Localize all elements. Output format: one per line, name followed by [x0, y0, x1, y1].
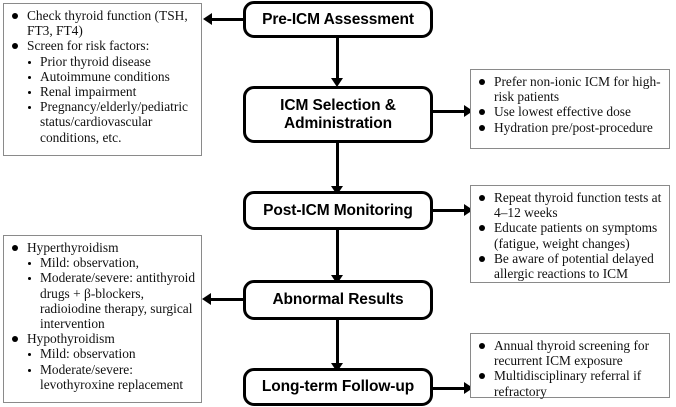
flow-node-label: Long-term Follow-up	[261, 378, 415, 396]
sub-bullet-icon	[28, 277, 31, 281]
connector-pre-to-selection	[336, 37, 339, 81]
list-item: Hypothyroidism	[8, 331, 196, 346]
list-item-text: Hypothyroidism	[27, 331, 115, 347]
connector-selection-to-right-panel	[430, 110, 472, 113]
connector-pre-to-left-panel	[206, 18, 246, 21]
arrowhead-followup-to-right-panel	[464, 382, 473, 394]
bullet-icon	[12, 43, 18, 50]
list-item-text: Autoimmune conditions	[40, 68, 170, 84]
arrowhead-post-to-abnormal	[331, 275, 343, 284]
flow-node-label: Pre-ICM Assessment	[262, 10, 414, 28]
list-item-text: Screen for risk factors:	[27, 38, 150, 54]
flow-node-label: Post-ICM Monitoring	[263, 201, 413, 219]
list-item-text: Renal impairment	[40, 84, 137, 100]
detail-panel-icm-selection: Prefer non-ionic ICM for high-risk patie…	[470, 69, 670, 149]
flow-node-icm-selection-administration[interactable]: ICM Selection & Administration	[243, 86, 433, 143]
arrowhead-abnormal-to-followup	[331, 363, 343, 372]
list-item-text: Moderate/severe: antithyroid drugs + β-b…	[40, 270, 196, 332]
list-item: Hyperthyroidism	[8, 240, 196, 255]
bullet-icon	[479, 79, 485, 85]
detail-list: Repeat thyroid function tests at 4–12 we…	[475, 190, 664, 281]
list-item-text: Check thyroid function (TSH, FT3, FT4)	[27, 8, 188, 39]
list-item: Moderate/severe: levothyroxine replaceme…	[8, 362, 196, 392]
list-item-text: Moderate/severe: levothyroxine replaceme…	[40, 361, 184, 392]
list-item-text: Prefer non-ionic ICM for high-risk patie…	[494, 74, 661, 105]
sub-bullet-icon	[28, 91, 31, 95]
flow-node-post-icm-monitoring[interactable]: Post-ICM Monitoring	[243, 191, 433, 230]
flow-node-abnormal-results[interactable]: Abnormal Results	[243, 280, 433, 320]
detail-list: Hyperthyroidism Mild: observation, Moder…	[8, 240, 196, 392]
connector-post-to-right-panel	[430, 209, 472, 212]
bullet-icon	[479, 124, 485, 131]
list-item: Hydration pre/post-procedure	[475, 120, 664, 135]
list-item: Be aware of potential delayed allergic r…	[475, 251, 664, 281]
list-item-text: Mild: observation,	[40, 255, 139, 271]
bullet-icon	[12, 245, 18, 251]
list-item: Screen for risk factors:	[8, 38, 196, 53]
bullet-icon	[479, 373, 485, 380]
list-item: Prior thyroid disease	[8, 54, 196, 69]
detail-list: Check thyroid function (TSH, FT3, FT4) S…	[8, 8, 196, 145]
bullet-icon	[12, 13, 18, 19]
list-item: Mild: observation,	[8, 255, 196, 270]
sub-bullet-icon	[28, 353, 31, 357]
list-item: Check thyroid function (TSH, FT3, FT4)	[8, 8, 196, 38]
list-item: Educate patients on symptoms (fatigue, w…	[475, 220, 664, 251]
list-item-text: Be aware of potential delayed allergic r…	[494, 250, 654, 282]
list-item-text: Prior thyroid disease	[40, 53, 151, 69]
list-item: Moderate/severe: antithyroid drugs + β-b…	[8, 270, 196, 331]
list-item-text: Mild: observation	[40, 346, 136, 362]
list-item: Annual thyroid screening for recurrent I…	[475, 338, 664, 368]
detail-panel-abnormal-results: Hyperthyroidism Mild: observation, Moder…	[3, 235, 202, 403]
bullet-icon	[479, 195, 485, 201]
list-item: Multidisciplinary referral if refractory	[475, 368, 664, 399]
detail-list: Annual thyroid screening for recurrent I…	[475, 338, 664, 399]
sub-bullet-icon	[28, 106, 31, 110]
list-item-text: Use lowest effective dose	[494, 104, 631, 120]
list-item: Use lowest effective dose	[475, 104, 664, 119]
arrowhead-selection-to-right-panel	[464, 105, 473, 117]
detail-panel-pre-icm-assessment: Check thyroid function (TSH, FT3, FT4) S…	[3, 3, 202, 156]
connector-selection-to-post	[336, 143, 339, 191]
list-item: Pregnancy/elderly/pediatric status/cardi…	[8, 99, 196, 145]
connector-followup-to-right-panel	[430, 387, 472, 390]
bullet-icon	[479, 343, 485, 349]
bullet-icon	[12, 336, 18, 343]
list-item: Repeat thyroid function tests at 4–12 we…	[475, 190, 664, 220]
list-item-text: Repeat thyroid function tests at 4–12 we…	[494, 190, 662, 221]
bullet-icon	[479, 225, 485, 232]
connector-post-to-abnormal	[336, 230, 339, 280]
list-item-text: Multidisciplinary referral if refractory	[494, 368, 642, 399]
sub-bullet-icon	[28, 75, 31, 79]
arrowhead-post-to-right-panel	[464, 204, 473, 216]
connector-abnormal-to-followup	[336, 320, 339, 368]
list-item-text: Hydration pre/post-procedure	[494, 119, 653, 135]
sub-bullet-icon	[28, 368, 31, 372]
list-item: Prefer non-ionic ICM for high-risk patie…	[475, 74, 664, 104]
list-item-text: Pregnancy/elderly/pediatric status/cardi…	[40, 99, 188, 145]
bullet-icon	[479, 109, 485, 116]
flow-node-label: ICM Selection & Administration	[280, 97, 396, 132]
list-item-text: Annual thyroid screening for recurrent I…	[494, 338, 650, 369]
bullet-icon	[479, 255, 485, 262]
sub-bullet-icon	[28, 60, 31, 64]
flow-node-label: Abnormal Results	[272, 291, 404, 309]
list-item: Mild: observation	[8, 346, 196, 361]
connector-abnormal-to-left-panel	[205, 298, 246, 301]
list-item-text: Hyperthyroidism	[27, 240, 119, 255]
detail-panel-post-icm-monitoring: Repeat thyroid function tests at 4–12 we…	[470, 185, 670, 283]
arrowhead-selection-to-post	[331, 186, 343, 195]
arrowhead-pre-to-left-panel	[203, 13, 212, 25]
flow-node-pre-icm-assessment[interactable]: Pre-ICM Assessment	[243, 1, 433, 38]
list-item: Autoimmune conditions	[8, 69, 196, 84]
list-item: Renal impairment	[8, 84, 196, 99]
arrowhead-pre-to-selection	[331, 78, 343, 87]
list-item-text: Educate patients on symptoms (fatigue, w…	[494, 220, 658, 251]
detail-panel-long-term-follow-up: Annual thyroid screening for recurrent I…	[470, 333, 670, 399]
flow-node-long-term-follow-up[interactable]: Long-term Follow-up	[243, 368, 433, 406]
arrowhead-abnormal-to-left-panel	[202, 293, 211, 305]
detail-list: Prefer non-ionic ICM for high-risk patie…	[475, 74, 664, 135]
sub-bullet-icon	[28, 262, 31, 266]
